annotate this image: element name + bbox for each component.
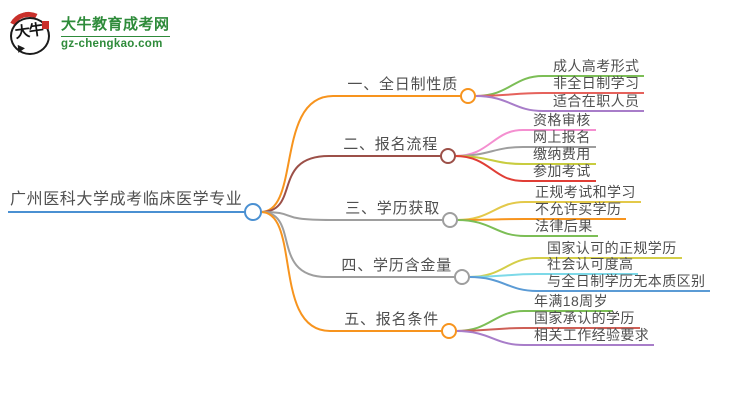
leaf-topic-4-3[interactable]: 与全日制学历无本质区别 xyxy=(547,273,706,289)
leaf-topic-2-4[interactable]: 参加考试 xyxy=(533,163,591,179)
branch-topic-4[interactable]: 四、学历含金量 xyxy=(341,257,452,274)
connector-branch-leaf-3-3 xyxy=(456,219,526,237)
connector-branch-leaf-5-3 xyxy=(455,330,525,346)
connector-branch-leaf-3-1 xyxy=(456,201,526,221)
branch-toggle-circle-5[interactable] xyxy=(441,323,457,339)
leaf-topic-1-3[interactable]: 适合在职人员 xyxy=(553,93,640,109)
branch-toggle-circle-4[interactable] xyxy=(454,269,470,285)
leaf-topic-1-2[interactable]: 非全日制学习 xyxy=(553,75,640,91)
daniu-logo-icon: 大牛 xyxy=(3,6,54,59)
logo-red-seal xyxy=(42,21,49,29)
branch-toggle-circle-3[interactable] xyxy=(442,212,458,228)
leaf-topic-3-3[interactable]: 法律后果 xyxy=(535,218,593,234)
root-toggle-circle[interactable] xyxy=(244,203,262,221)
leaf-topic-2-1[interactable]: 资格审核 xyxy=(533,112,591,128)
logo-cn-characters: 大牛 xyxy=(13,21,45,42)
branch-topic-2[interactable]: 二、报名流程 xyxy=(343,136,438,153)
leaf-topic-4-2[interactable]: 社会认可度高 xyxy=(547,256,634,272)
leaf-topic-5-1[interactable]: 年满18周岁 xyxy=(534,293,608,309)
branch-toggle-circle-2[interactable] xyxy=(440,148,456,164)
logo-title: 大牛教育成考网 xyxy=(61,16,170,38)
logo-text-block: 大牛教育成考网 gz-chengkao.com xyxy=(61,16,170,52)
connector-branch-leaf-2-2 xyxy=(454,146,524,157)
leaf-topic-2-2[interactable]: 网上报名 xyxy=(533,129,591,145)
branch-toggle-circle-1[interactable] xyxy=(460,88,476,104)
connector-branch-leaf-2-4 xyxy=(454,155,524,182)
leaf-topic-2-3[interactable]: 缴纳费用 xyxy=(533,146,591,162)
connector-root-branch-5 xyxy=(260,211,331,332)
connector-branch-leaf-1-3 xyxy=(474,95,544,112)
connector-root-branch-1 xyxy=(260,95,334,213)
leaf-topic-4-1[interactable]: 国家认可的正规学历 xyxy=(547,240,677,256)
branch-topic-1[interactable]: 一、全日制性质 xyxy=(347,76,458,93)
connector-root-branch-4 xyxy=(260,211,328,278)
leaf-topic-3-1[interactable]: 正规考试和学习 xyxy=(535,184,636,200)
leaf-topic-1-1[interactable]: 成人高考形式 xyxy=(553,58,640,74)
connector-root-branch-3 xyxy=(260,211,332,221)
logo-url: gz-chengkao.com xyxy=(61,38,163,51)
leaf-topic-3-2[interactable]: 不允许买学历 xyxy=(535,201,622,217)
leaf-topic-5-3[interactable]: 相关工作经验要求 xyxy=(534,327,650,343)
root-topic[interactable]: 广州医科大学成考临床医学专业 xyxy=(10,191,243,208)
leaf-topic-5-2[interactable]: 国家承认的学历 xyxy=(534,310,635,326)
branch-topic-3[interactable]: 三、学历获取 xyxy=(345,200,440,217)
connector-root-branch-2 xyxy=(260,155,330,213)
site-logo[interactable]: 大牛 大牛教育成考网 gz-chengkao.com xyxy=(3,6,170,59)
connector-branch-leaf-4-3 xyxy=(468,276,538,292)
branch-topic-5[interactable]: 五、报名条件 xyxy=(344,311,439,328)
